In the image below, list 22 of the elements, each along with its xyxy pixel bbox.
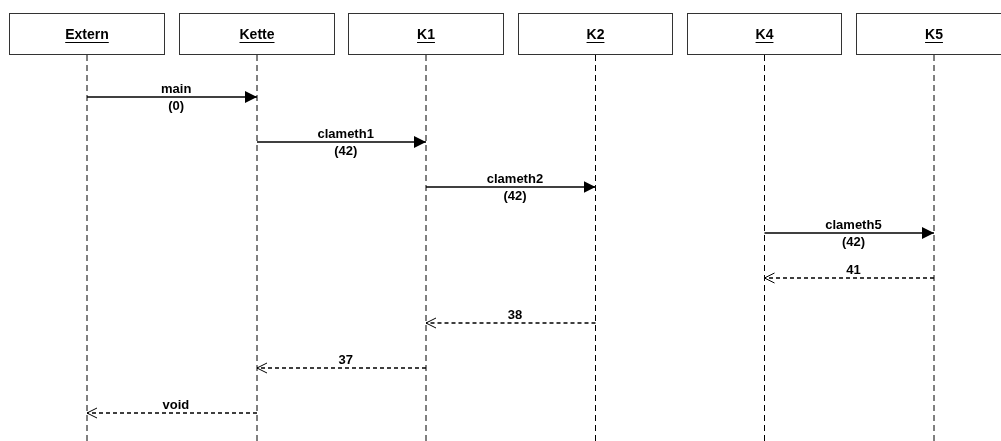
message-arrow xyxy=(763,227,935,239)
edge-label: void xyxy=(162,396,190,413)
participant-name: Kette xyxy=(239,26,275,42)
edge-label: main (0) xyxy=(161,80,192,114)
return-arrow xyxy=(425,317,597,329)
return-arrow xyxy=(256,362,427,374)
message-arrow xyxy=(86,91,258,103)
message-arrow xyxy=(425,181,597,193)
participant-name: K4 xyxy=(755,26,774,42)
edge-label: clameth1 (42) xyxy=(317,125,374,159)
participant-name: K5 xyxy=(925,26,943,42)
return-arrow xyxy=(86,407,258,419)
message-arrow xyxy=(256,136,427,148)
edge-label: 37 xyxy=(338,351,353,368)
return-arrow xyxy=(763,272,935,284)
participant-name: K1 xyxy=(417,26,435,42)
edge-label: clameth2 (42) xyxy=(486,170,544,204)
edge-label: 41 xyxy=(846,261,861,278)
participant-name: Extern xyxy=(65,26,109,42)
edge-label: 38 xyxy=(507,306,523,323)
edge-label: clameth5 (42) xyxy=(825,216,882,250)
participant-name: K2 xyxy=(586,26,605,42)
